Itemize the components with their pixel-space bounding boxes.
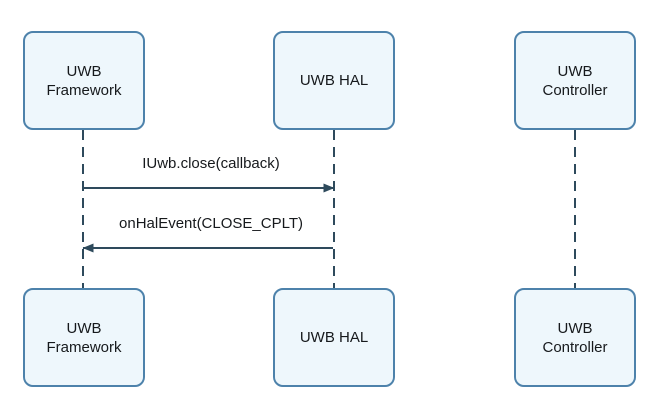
participant-head-controller[interactable]: UWB Controller xyxy=(514,31,636,130)
lifelines-group xyxy=(82,130,576,288)
participant-label-framework: UWB Framework xyxy=(46,62,122,99)
participant-foot-framework[interactable]: UWB Framework xyxy=(23,288,145,387)
message-label-msg-close: IUwb.close(callback) xyxy=(142,155,280,172)
participant-label-hal: UWB HAL xyxy=(299,329,369,346)
messages-group xyxy=(82,183,335,253)
participant-label-framework: UWB Framework xyxy=(46,319,122,356)
participant-label-controller: UWB Controller xyxy=(542,319,608,356)
message-label-msg-close-cplt: onHalEvent(CLOSE_CPLT) xyxy=(119,215,303,232)
participant-foot-hal[interactable]: UWB HAL xyxy=(273,288,395,387)
participant-head-framework[interactable]: UWB Framework xyxy=(23,31,145,130)
participant-foot-controller[interactable]: UWB Controller xyxy=(514,288,636,387)
participant-label-hal: UWB HAL xyxy=(299,72,369,89)
participant-head-hal[interactable]: UWB HAL xyxy=(273,31,395,130)
participant-label-controller: UWB Controller xyxy=(542,62,608,99)
